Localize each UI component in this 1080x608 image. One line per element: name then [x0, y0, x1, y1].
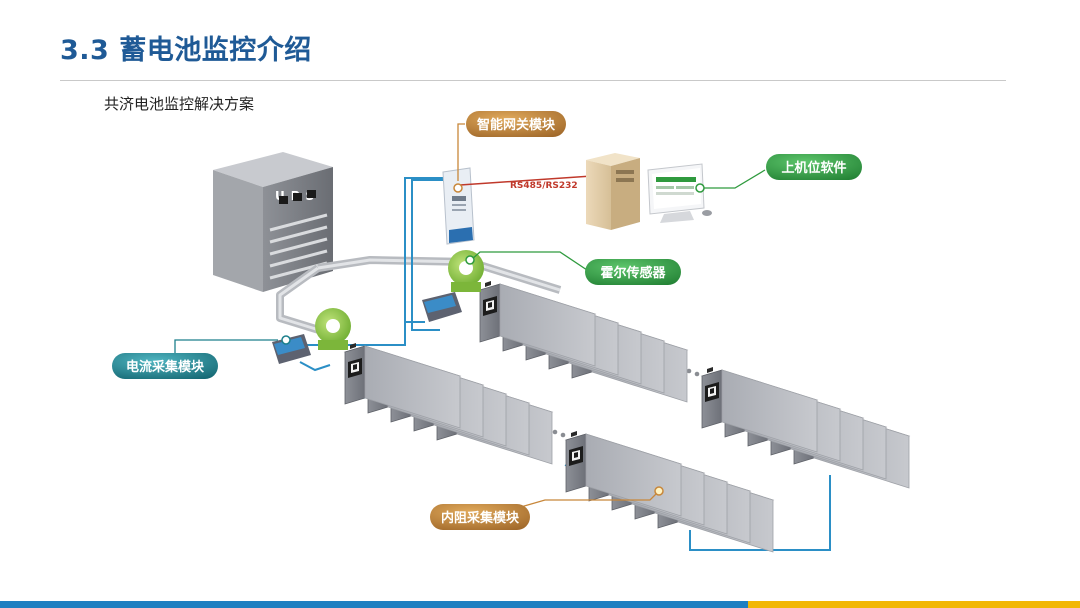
host-software-tag: 上机位软件: [766, 154, 862, 180]
page-title: 3.3 蓄电池监控介绍: [60, 35, 312, 66]
hall-sensor-lower: [315, 308, 351, 350]
battery-bank-left: [343, 343, 554, 465]
footer-bar-blue: [0, 601, 748, 608]
gateway-device: [442, 167, 475, 245]
resistance-module-tag: 内阻采集模块: [430, 504, 530, 530]
battery-cell: [700, 367, 819, 453]
hall-sensor-upper: [448, 250, 484, 292]
rs485-link: [459, 175, 593, 186]
connection-dots: [281, 183, 705, 496]
footer-bar-yellow: [748, 601, 1080, 608]
hall-sensor-label: 霍尔传感器: [600, 265, 666, 281]
battery-bank-bottom: [564, 431, 775, 553]
battery-bank-right: [700, 367, 911, 489]
title-divider: [60, 80, 1006, 81]
hall-sensor-tag: 霍尔传感器: [585, 259, 681, 285]
rs485-label: RS485/RS232: [510, 181, 578, 191]
host-software-label: 上机位软件: [781, 160, 846, 176]
battery-cell: [478, 281, 597, 367]
current-module-lower: [272, 334, 311, 364]
battery-banks: [343, 281, 911, 553]
battery-bank-top: [478, 281, 689, 403]
current-module-tag: 电流采集模块: [112, 353, 218, 379]
ups-cabinet: UPS: [213, 152, 333, 292]
current-module-upper: [422, 292, 462, 322]
page-subtitle: 共济电池监控解决方案: [104, 95, 255, 113]
resistance-module-label: 内阻采集模块: [441, 510, 520, 526]
gateway-label: 智能网关模块: [477, 117, 556, 133]
battery-cell: [564, 431, 683, 517]
current-module-label: 电流采集模块: [126, 359, 205, 375]
gateway-tag: 智能网关模块: [466, 111, 566, 137]
battery-cell: [343, 343, 462, 429]
host-pc: [586, 153, 712, 230]
